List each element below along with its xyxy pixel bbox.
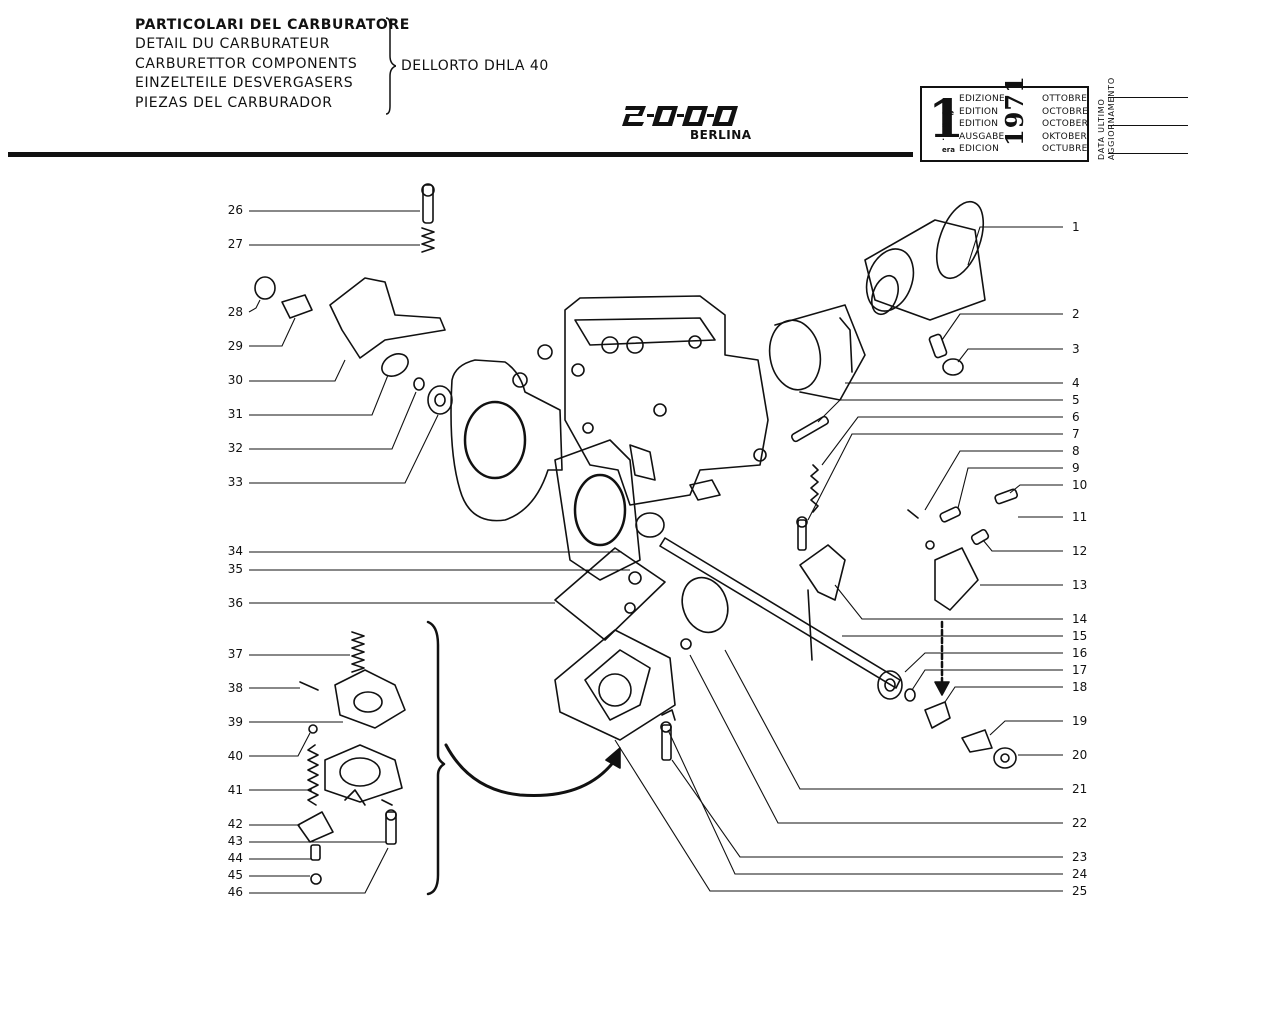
- edition-word-en: EDITION: [959, 119, 999, 129]
- callout-38: 38: [227, 681, 243, 695]
- callout-45: 45: [227, 868, 243, 882]
- edition-word-es: EDICION: [959, 144, 1000, 154]
- callout-31: 31: [227, 407, 243, 421]
- variant-label: BERLINA: [690, 128, 752, 142]
- callout-2: 2: [1072, 307, 1080, 321]
- callout-40: 40: [227, 749, 243, 763]
- callout-18: 18: [1072, 680, 1088, 694]
- header-brace: [385, 17, 396, 115]
- callout-21: 21: [1072, 782, 1088, 796]
- callout-10: 10: [1072, 478, 1088, 492]
- ordinal-en: st: [942, 121, 950, 129]
- ordinal-fr: e/e: [942, 108, 955, 117]
- ordinal-it: a: [942, 96, 947, 104]
- update-rule-2: [1108, 125, 1188, 126]
- edition-word-de: AUSGABE: [959, 131, 1005, 142]
- callout-4: 4: [1072, 376, 1080, 390]
- month-es: OCTUBRE: [1042, 144, 1088, 154]
- callout-7: 7: [1072, 427, 1080, 441]
- callout-5: 5: [1072, 393, 1080, 407]
- edition-number: 1: [928, 89, 965, 150]
- callout-1: 1: [1072, 220, 1080, 234]
- callout-9: 9: [1072, 461, 1080, 475]
- edition-stamp: 1 a e/e st . era EDIZIONE EDITION EDITIO…: [920, 75, 1089, 162]
- title-english: CARBURETTOR COMPONENTS: [135, 55, 358, 72]
- callout-23: 23: [1072, 850, 1088, 864]
- callout-32: 32: [227, 441, 243, 455]
- callout-30: 30: [227, 373, 243, 387]
- callout-34: 34: [227, 544, 243, 558]
- callout-6: 6: [1072, 410, 1080, 424]
- callout-33: 33: [227, 475, 243, 489]
- update-rule-1: [1108, 97, 1188, 98]
- callout-44: 44: [227, 851, 243, 865]
- auxiliary-venturi: [864, 200, 986, 321]
- callout-43: 43: [227, 834, 243, 848]
- model-logo: [622, 102, 742, 133]
- header-titles: PARTICOLARI DEL CARBURATORE DETAIL DU CA…: [135, 16, 410, 113]
- update-rule-3: [1108, 153, 1188, 154]
- title-german: EINZELTEILE DESVERGASERS: [135, 75, 354, 92]
- month-de: OKTOBER: [1042, 131, 1088, 142]
- carburettor-body: [450, 295, 769, 581]
- callout-46: 46: [227, 885, 243, 899]
- callout-20: 20: [1072, 748, 1088, 762]
- ordinal-es: era: [942, 146, 955, 154]
- callout-17: 17: [1072, 663, 1088, 677]
- header-rule: [8, 152, 913, 157]
- callout-28: 28: [227, 305, 243, 319]
- callout-13: 13: [1072, 578, 1088, 592]
- edition-months: OTTOBRE OCTOBRE OCTOBER OKTOBER OCTUBRE: [1042, 93, 1088, 156]
- callout-14: 14: [1072, 612, 1088, 626]
- callout-12: 12: [1072, 544, 1088, 558]
- callout-24: 24: [1072, 867, 1088, 881]
- callout-37: 37: [227, 647, 243, 661]
- callout-19: 19: [1072, 714, 1088, 728]
- month-it: OTTOBRE: [1042, 94, 1088, 104]
- month-fr: OCTOBRE: [1042, 106, 1089, 117]
- callout-29: 29: [227, 339, 243, 353]
- edition-words: EDIZIONE EDITION EDITION AUSGABE EDICION: [959, 93, 1005, 156]
- title-spanish: PIEZAS DEL CARBURADOR: [135, 94, 333, 111]
- callout-35: 35: [227, 562, 243, 576]
- ordinal-de: .: [942, 133, 945, 142]
- callout-39: 39: [227, 715, 243, 729]
- callout-36: 36: [227, 596, 243, 610]
- edition-word-it: EDIZIONE: [959, 94, 1005, 104]
- title-french: DETAIL DU CARBURATEUR: [135, 36, 331, 53]
- callout-42: 42: [227, 817, 243, 831]
- carburettor-model: DELLORTO DHLA 40: [401, 58, 549, 74]
- callout-25: 25: [1072, 884, 1088, 898]
- callout-22: 22: [1072, 816, 1088, 830]
- callout-26: 26: [227, 203, 243, 217]
- callout-11: 11: [1072, 510, 1088, 524]
- callout-41: 41: [227, 783, 243, 797]
- month-en: OCTOBER: [1042, 119, 1089, 129]
- choke-tube: [768, 304, 866, 401]
- callout-27: 27: [227, 237, 243, 251]
- callout-16: 16: [1072, 646, 1088, 660]
- callout-8: 8: [1072, 444, 1080, 458]
- edition-ordinals: a e/e st . era: [942, 94, 955, 157]
- callout-3: 3: [1072, 342, 1080, 356]
- title-italian: PARTICOLARI DEL CARBURATORE: [135, 17, 410, 33]
- callout-15: 15: [1072, 629, 1088, 643]
- edition-word-fr: EDITION: [959, 106, 999, 117]
